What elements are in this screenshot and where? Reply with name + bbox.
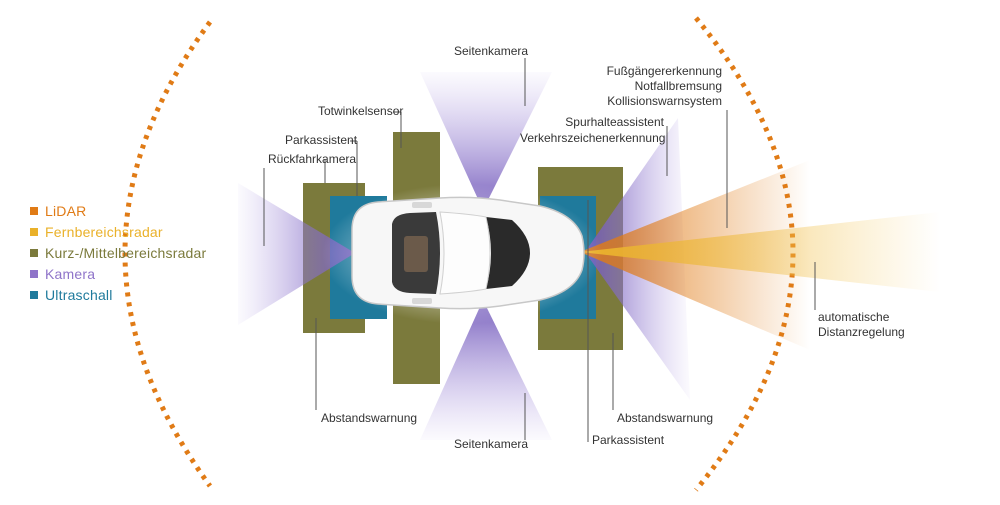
camera-cone-rear [238, 183, 355, 325]
camera-cone-bottom [420, 300, 552, 440]
legend-label: Ultraschall [45, 286, 113, 303]
label-totwinkelsensor: Totwinkelsensor [318, 104, 404, 118]
legend-swatch-ultraschall [30, 290, 38, 299]
legend-swatch-kurz-mittelbereichsradar [30, 248, 38, 257]
camera-cone-top [420, 72, 552, 210]
legend-label: LiDAR [45, 202, 87, 219]
legend-label: Fernbereichsradar [45, 223, 163, 240]
legend-item-ultraschall: Ultraschall [30, 284, 206, 305]
label-abstandswarnung-left: Abstandswarnung [321, 411, 418, 425]
label-automatische: automatische [818, 310, 890, 324]
label-parkassistent-right: Parkassistent [592, 433, 665, 447]
label-seitenkamera-top: Seitenkamera [454, 44, 529, 58]
label-seitenkamera-bottom: Seitenkamera [454, 437, 529, 451]
range-arc-right [694, 16, 796, 492]
label-rueckfahrkamera: Rückfahrkamera [268, 152, 357, 166]
label-verkehrszeichenerkennung: Verkehrszeichenerkennung [520, 131, 666, 145]
long-range-radar-beam [580, 212, 940, 292]
legend-label: Kamera [45, 265, 96, 282]
legend-item-kamera: Kamera [30, 263, 206, 284]
label-spurhalteassistent: Spurhalteassistent [565, 115, 664, 129]
legend-label: Kurz-/Mittelbereichsradar [45, 244, 207, 261]
legend-swatch-fernbereichsradar [30, 227, 38, 236]
legend-swatch-kamera [30, 269, 38, 278]
label-fussgaengererkennung: Fußgängererkennung [606, 64, 722, 78]
legend: LiDAR Fernbereichsradar Kurz-/Mittelbere… [30, 200, 206, 305]
legend-item-kurz-mittelbereichsradar: Kurz-/Mittelbereichsradar [30, 242, 206, 263]
range-arc-left [122, 20, 213, 488]
label-parkassistent-left: Parkassistent [285, 133, 358, 147]
label-kollisionswarnsystem: Kollisionswarnsystem [607, 94, 722, 108]
label-abstandswarnung-right: Abstandswarnung [617, 411, 714, 425]
car-top-view [351, 196, 585, 310]
legend-swatch-lidar [30, 206, 38, 215]
legend-item-lidar: LiDAR [30, 200, 206, 221]
label-notfallbremsung: Notfallbremsung [634, 79, 722, 93]
legend-item-fernbereichsradar: Fernbereichsradar [30, 221, 206, 242]
leader-lines [263, 58, 816, 442]
label-distanzregelung: Distanzregelung [818, 325, 905, 339]
